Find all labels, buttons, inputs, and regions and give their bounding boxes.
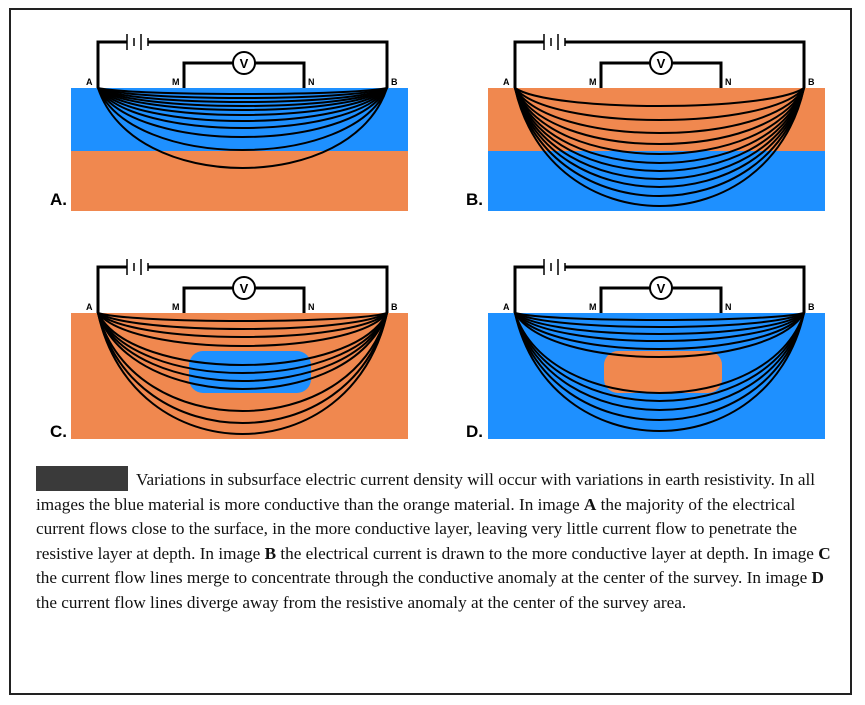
current-flow-line bbox=[514, 312, 805, 342]
electrode-label-b: B bbox=[808, 302, 815, 312]
current-flow-line bbox=[514, 87, 805, 164]
current-flow-line bbox=[514, 87, 805, 197]
electrode-label-m: M bbox=[172, 77, 180, 87]
current-flow-line bbox=[97, 87, 388, 103]
electrode-label-n: N bbox=[308, 302, 315, 312]
electrode-label-a: A bbox=[503, 302, 510, 312]
voltmeter-icon bbox=[232, 51, 256, 75]
electrode-label-a: A bbox=[86, 77, 93, 87]
redacted-block bbox=[36, 466, 128, 491]
circuit-wire-right bbox=[574, 265, 806, 313]
circuit-wire-right bbox=[574, 40, 806, 88]
current-flow-line bbox=[514, 312, 805, 432]
panel-d-label: D. bbox=[466, 422, 483, 441]
current-flow-line bbox=[97, 87, 388, 111]
electrode-label-m: M bbox=[589, 77, 597, 87]
voltmeter-wire-left bbox=[182, 286, 233, 313]
voltmeter-icon bbox=[649, 51, 673, 75]
current-flow-line bbox=[97, 312, 388, 424]
voltmeter-icon bbox=[649, 276, 673, 300]
current-flow-line bbox=[514, 312, 805, 321]
panel-b-diagram: V A M N B bbox=[488, 34, 825, 211]
panel-d-diagram: V A M N B bbox=[488, 259, 825, 439]
current-flow-line bbox=[97, 87, 388, 122]
electrode-label-b: B bbox=[391, 302, 398, 312]
current-flow-line bbox=[514, 312, 805, 328]
current-flow-line bbox=[97, 87, 388, 107]
voltmeter-symbol: V bbox=[657, 281, 666, 296]
current-flow-line bbox=[514, 87, 805, 188]
current-flow-line bbox=[514, 87, 805, 172]
current-flow-line bbox=[514, 312, 805, 335]
current-flow-line bbox=[97, 87, 388, 129]
current-flow-line bbox=[97, 87, 388, 138]
voltmeter-wire-right bbox=[255, 286, 306, 313]
electrode-label-n: N bbox=[725, 302, 732, 312]
figure-frame bbox=[9, 8, 852, 695]
voltmeter-symbol: V bbox=[657, 56, 666, 71]
voltmeter-symbol: V bbox=[240, 281, 249, 296]
circuit-wire-left bbox=[96, 40, 121, 88]
current-flow-line bbox=[97, 312, 388, 435]
circuit-wire-left bbox=[513, 40, 538, 88]
current-flow-line bbox=[514, 87, 805, 145]
current-flow-line bbox=[514, 312, 805, 394]
circuit-wire-right bbox=[157, 265, 389, 313]
current-flow-line bbox=[514, 87, 805, 121]
resistive-layer bbox=[71, 151, 408, 211]
voltmeter-wire-right bbox=[255, 61, 306, 88]
electrode-label-n: N bbox=[308, 77, 315, 87]
current-flow-line bbox=[97, 87, 388, 95]
current-flow-line bbox=[97, 87, 388, 169]
electrode-label-b: B bbox=[808, 77, 815, 87]
panel-a-label: A. bbox=[50, 190, 67, 209]
current-flow-line bbox=[97, 87, 388, 116]
voltmeter-wire-left bbox=[599, 61, 650, 88]
current-flow-line bbox=[97, 312, 388, 347]
current-flow-line bbox=[97, 312, 388, 374]
voltmeter-symbol: V bbox=[240, 56, 249, 71]
current-flow-line bbox=[514, 87, 805, 207]
current-flow-line bbox=[97, 87, 388, 151]
electrode-label-n: N bbox=[725, 77, 732, 87]
current-flow-line bbox=[97, 312, 388, 382]
panel-c-label: C. bbox=[50, 422, 67, 441]
current-flow-line bbox=[514, 87, 805, 107]
voltmeter-icon bbox=[232, 276, 256, 300]
current-flow-line bbox=[514, 312, 805, 358]
current-flow-line bbox=[97, 312, 388, 323]
circuit-wire-left bbox=[96, 265, 121, 313]
voltmeter-wire-right bbox=[672, 61, 723, 88]
circuit-wire-right bbox=[157, 40, 389, 88]
panel-c-diagram: V A M N B bbox=[71, 259, 408, 439]
voltmeter-wire-left bbox=[182, 61, 233, 88]
current-flow-line bbox=[97, 312, 388, 412]
electrode-label-b: B bbox=[391, 77, 398, 87]
current-flow-line bbox=[514, 312, 805, 421]
electrode-label-a: A bbox=[503, 77, 510, 87]
current-flow-line bbox=[97, 312, 388, 338]
current-flow-line bbox=[97, 312, 388, 330]
current-flow-line bbox=[514, 87, 805, 155]
current-flow-line bbox=[514, 87, 805, 180]
current-flow-line bbox=[514, 312, 805, 402]
current-flow-line bbox=[514, 312, 805, 411]
conductive-layer bbox=[488, 151, 825, 211]
electrode-label-m: M bbox=[589, 302, 597, 312]
figure-caption: Variations in subsurface electric curren… bbox=[36, 470, 831, 612]
panel-b-label: B. bbox=[466, 190, 483, 209]
electrode-label-m: M bbox=[172, 302, 180, 312]
voltmeter-wire-right bbox=[672, 286, 723, 313]
current-flow-line bbox=[97, 87, 388, 99]
current-flow-line bbox=[97, 312, 388, 366]
current-flow-line bbox=[514, 312, 805, 350]
current-flow-line bbox=[514, 87, 805, 134]
circuit-wire-left bbox=[513, 265, 538, 313]
panel-a-diagram: V A M N B bbox=[71, 34, 408, 211]
voltmeter-wire-left bbox=[599, 286, 650, 313]
current-flow-line bbox=[97, 312, 388, 390]
electrode-label-a: A bbox=[86, 302, 93, 312]
resistive-anomaly bbox=[604, 351, 722, 393]
